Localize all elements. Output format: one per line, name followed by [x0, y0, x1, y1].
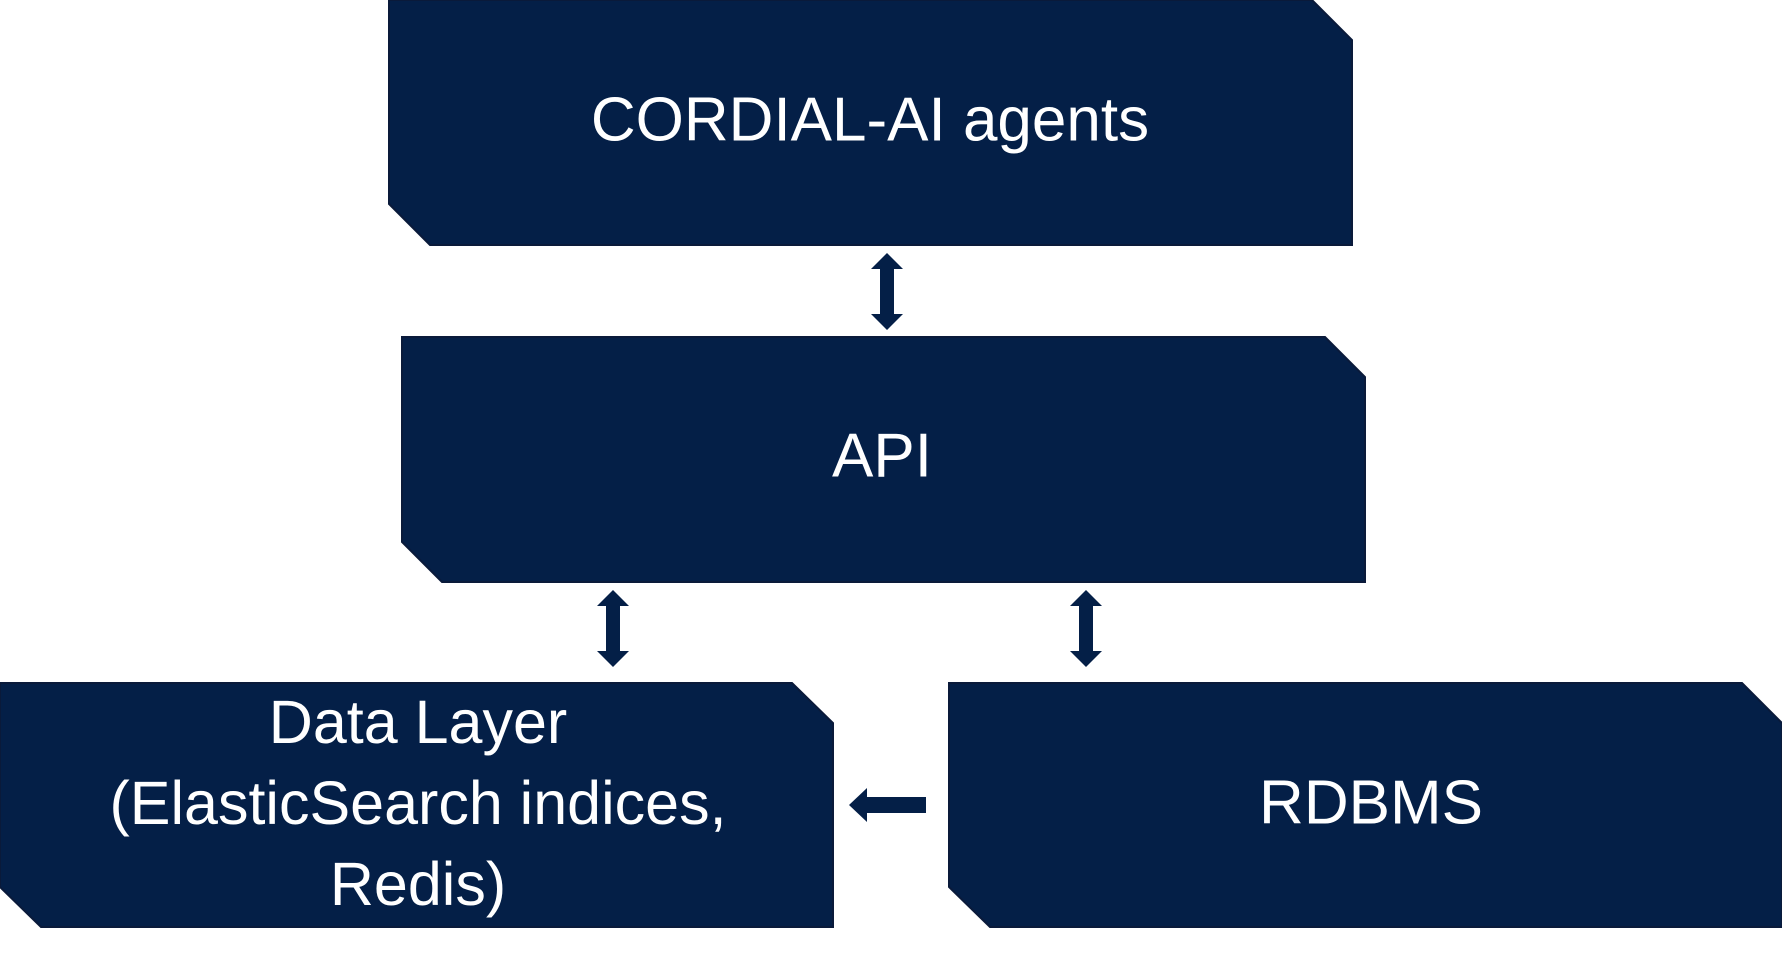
- node-rdbms-shape: [948, 682, 1782, 928]
- node-rdbms: RDBMS: [948, 682, 1782, 928]
- node-api-label: API: [832, 421, 932, 490]
- node-rdbms-label: RDBMS: [1259, 768, 1483, 837]
- arrow-rdbms-data-layer: [849, 788, 926, 822]
- node-data-layer-line-3: Redis): [330, 850, 506, 918]
- arrow-api-rdbms: [1070, 590, 1102, 667]
- arrow-api-data-layer: [597, 590, 629, 667]
- node-agents-label: CORDIAL-AI agents: [591, 85, 1149, 154]
- node-data-layer-line-2: (ElasticSearch indices,: [109, 769, 726, 837]
- node-agents-shape: [388, 0, 1353, 246]
- node-data-layer-line-1: Data Layer: [269, 688, 567, 756]
- node-api: API: [401, 336, 1366, 583]
- node-api-shape: [401, 336, 1366, 583]
- node-agents: CORDIAL-AI agents: [388, 0, 1353, 246]
- arrow-agents-api: [871, 253, 903, 330]
- node-data-layer-shape: [0, 682, 834, 928]
- node-data-layer: Data Layer (ElasticSearch indices, Redis…: [0, 682, 834, 928]
